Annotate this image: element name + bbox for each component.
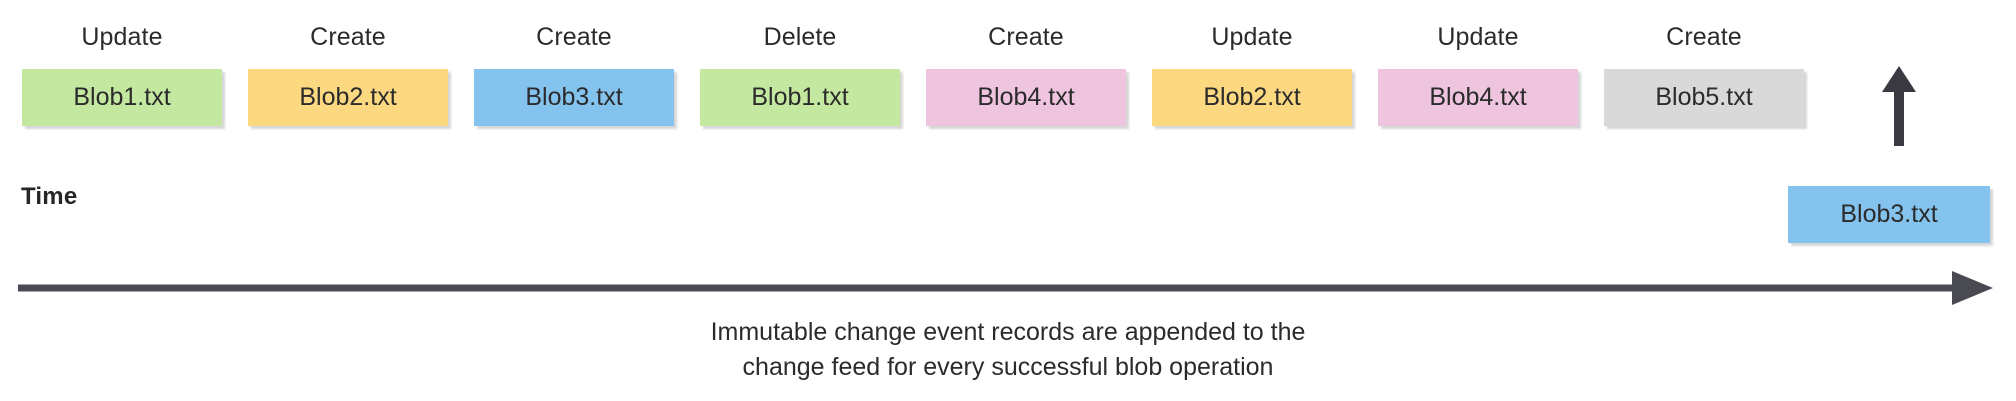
operation-label: Update	[1437, 23, 1519, 51]
blob-box: Blob4.txt	[926, 69, 1126, 126]
blob-name-label: Blob1.txt	[73, 83, 171, 111]
up-arrow-icon	[1882, 66, 1916, 146]
caption-line-1: Immutable change event records are appen…	[710, 318, 1306, 346]
time-axis-label: Time	[21, 183, 78, 210]
blob-name-label: Blob1.txt	[751, 83, 849, 111]
operation-label: Update	[1211, 23, 1293, 51]
operation-label: Update	[81, 23, 163, 51]
blob-name-label: Blob4.txt	[977, 83, 1075, 111]
blob-box: Blob3.txt	[474, 69, 674, 126]
diagram-caption: Immutable change event records are appen…	[0, 315, 2016, 385]
operation-label: Create	[988, 23, 1064, 51]
blob-name-label: Blob2.txt	[299, 83, 397, 111]
blob-box: Blob2.txt	[248, 69, 448, 126]
blob-box: Blob5.txt	[1604, 69, 1804, 126]
time-axis-arrow	[18, 270, 1993, 306]
blob-box: Blob1.txt	[22, 69, 222, 126]
operation-label: Create	[1666, 23, 1742, 51]
caption-line-2: change feed for every successful blob op…	[742, 353, 1274, 381]
blob-box: Blob4.txt	[1378, 69, 1578, 126]
blob-name-label: Blob5.txt	[1655, 83, 1753, 111]
pending-blob-box: Blob3.txt	[1788, 186, 1990, 243]
blob-box: Blob1.txt	[700, 69, 900, 126]
operation-label: Delete	[763, 23, 837, 51]
blob-name-label: Blob4.txt	[1429, 83, 1527, 111]
pending-blob-label: Blob3.txt	[1840, 200, 1938, 228]
blob-name-label: Blob3.txt	[525, 83, 623, 111]
blob-box: Blob2.txt	[1152, 69, 1352, 126]
operation-label: Create	[536, 23, 612, 51]
operation-label: Create	[310, 23, 386, 51]
blob-name-label: Blob2.txt	[1203, 83, 1301, 111]
